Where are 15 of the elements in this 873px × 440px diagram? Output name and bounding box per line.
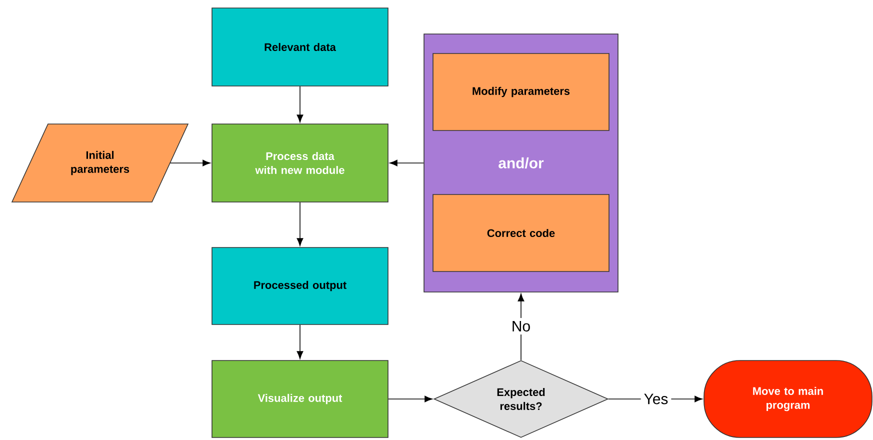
- arrow: [296, 324, 304, 359]
- edge-label: No: [508, 318, 534, 334]
- process-box: Process data with new module: [212, 124, 388, 202]
- process-box: Modify parameters: [432, 53, 610, 131]
- process-box: Visualize output: [212, 360, 388, 438]
- arrow: [170, 160, 210, 166]
- arrow: [390, 160, 424, 166]
- process-box: Correct code: [432, 194, 610, 272]
- terminal-box: Move to main program: [704, 360, 872, 438]
- edge-label: Yes: [640, 390, 672, 408]
- arrow: [388, 396, 432, 402]
- data-box: Relevant data: [212, 8, 388, 86]
- arrow: [296, 86, 304, 122]
- data-box: Processed output: [212, 247, 388, 325]
- arrow: [296, 202, 304, 246]
